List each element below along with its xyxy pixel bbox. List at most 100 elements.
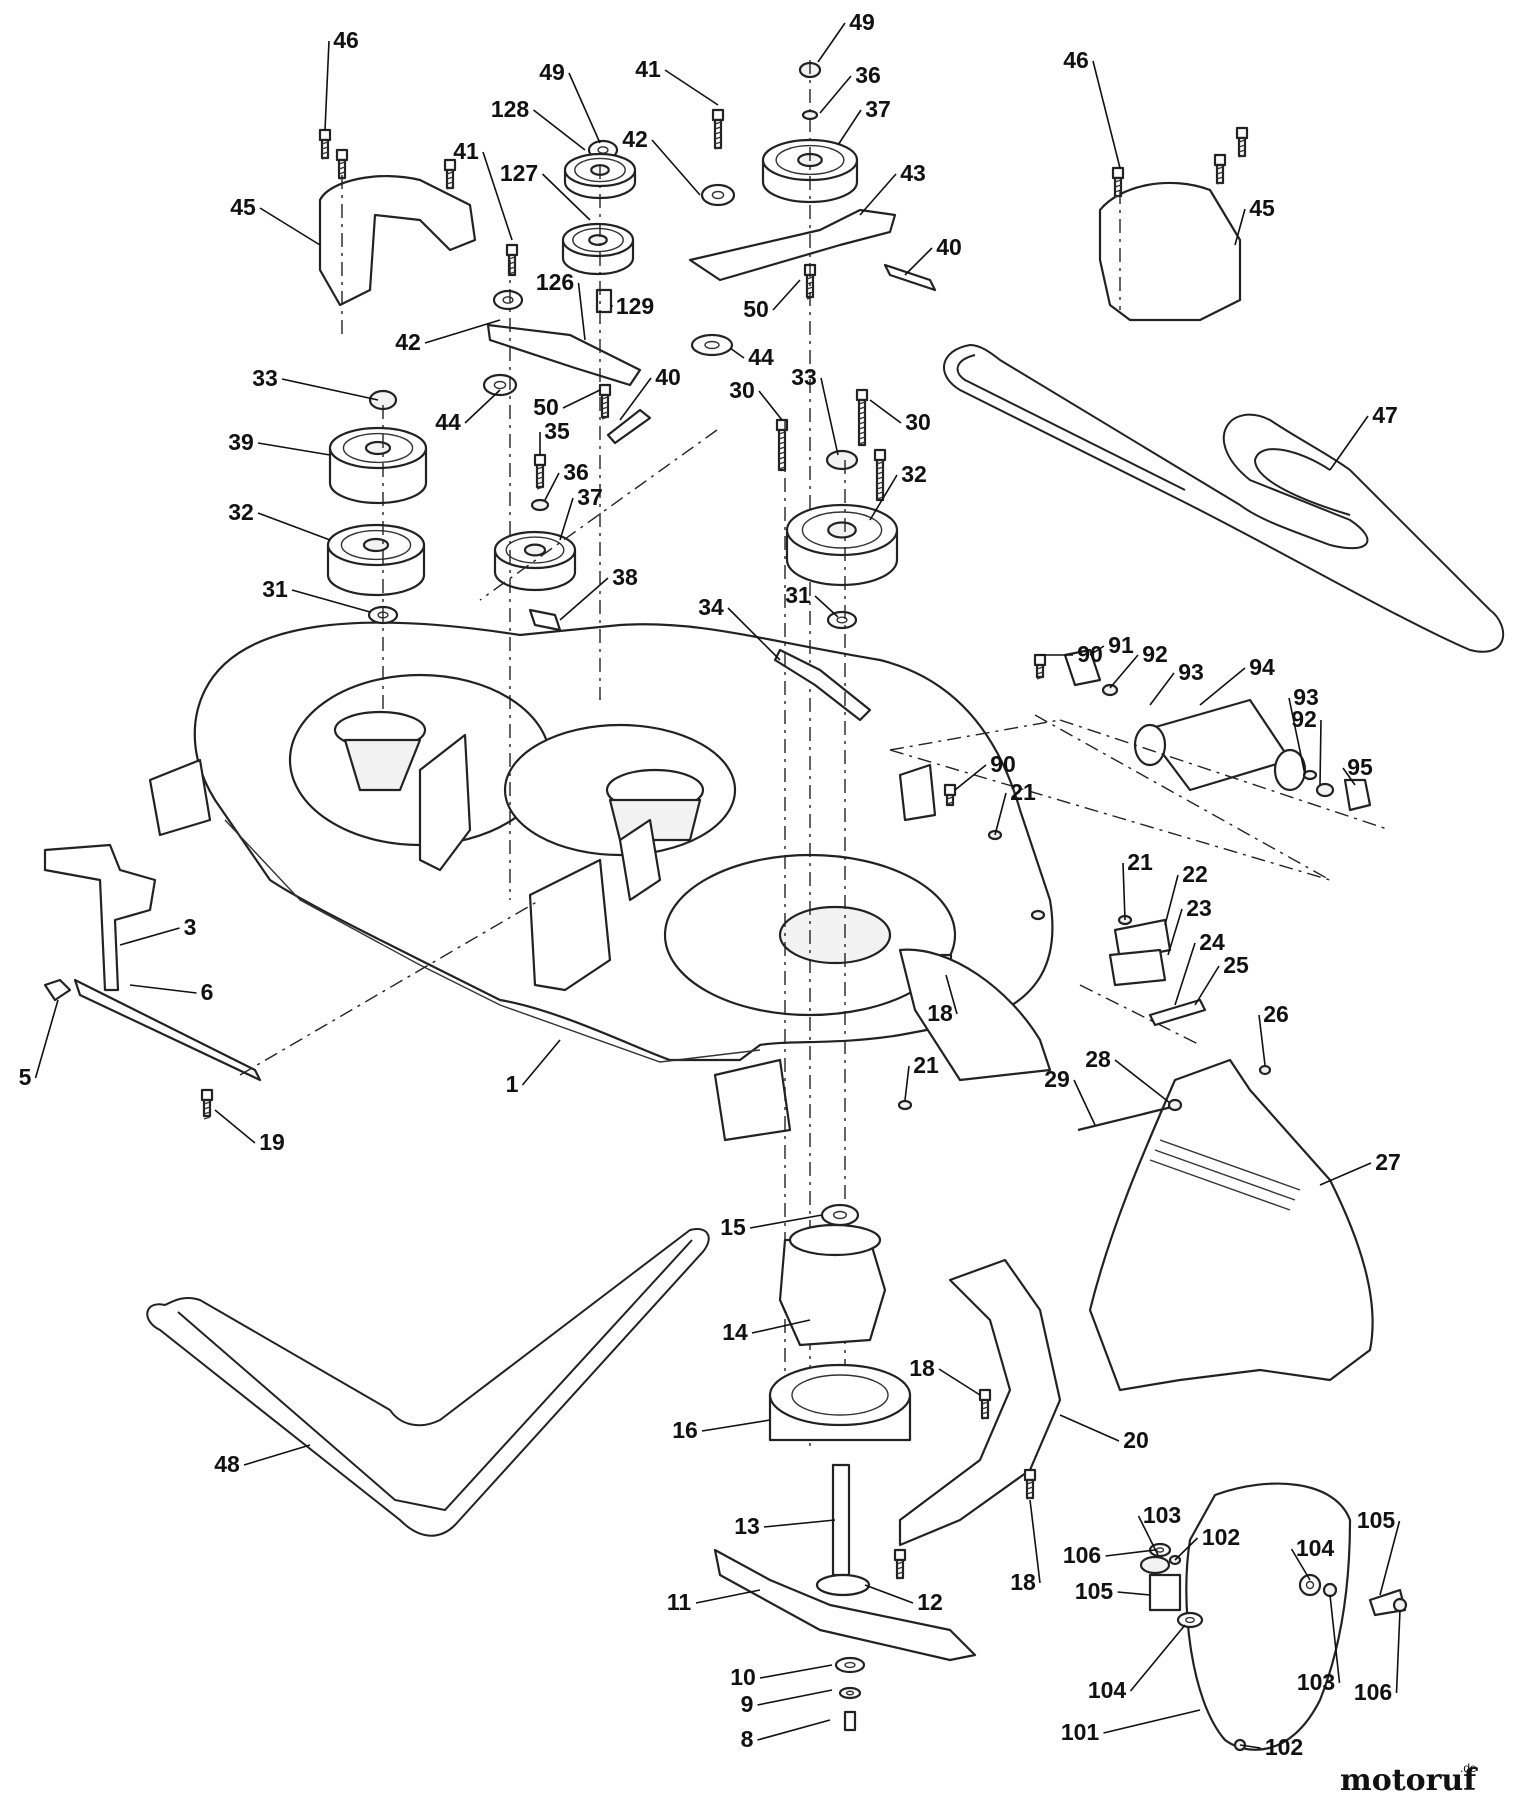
part-label-45: 45 [230,194,256,220]
part-label-33-2: 33 [791,364,817,390]
idler-arm-43 [688,208,897,282]
bolt-30-right-a-thread [858,431,866,435]
part-label-90: 90 [1077,641,1103,667]
idler-pulley-37-left [493,530,577,592]
part-label-12: 12 [917,1589,943,1615]
leader-line-11 [695,1589,761,1604]
part-label-28: 28 [1085,1046,1111,1072]
part-label-21-2: 21 [1010,779,1036,805]
bolt-19-head [200,1088,214,1102]
part-label-41: 41 [453,138,479,164]
bolt-41-right-thread [714,141,722,145]
bolt-46-c-thread [446,176,454,180]
part-label-50-2: 50 [743,296,769,322]
part-label-39: 39 [228,429,254,455]
pulley-32-right [785,503,899,587]
nut-92-left [1101,683,1119,697]
bolt-46-d-thread [1114,184,1122,188]
bolt-30-right-b [873,448,887,502]
chute-mount-bracket [898,948,1052,1082]
bolt-30-left-thread [778,461,786,465]
bolt-35-thread [536,481,544,485]
washer-10-hole [844,1661,856,1669]
part-label-32: 32 [228,499,254,525]
part-label-38: 38 [612,564,638,590]
deflector-chute-27-ribs [1149,1139,1301,1211]
part-label-37: 37 [577,484,603,510]
bolt-30-right-a-thread [858,406,866,410]
leader-line-45 [259,207,321,246]
bolt-18-c-thread [896,1561,904,1565]
leader-line-47 [1329,415,1369,471]
deck-left-side-bracket [148,758,212,837]
bolt-50-right-thread [806,286,814,290]
part-label-50: 50 [533,394,559,420]
pulley-32-right-groove [801,511,883,549]
bolt-8 [843,1710,857,1732]
belt-cover-45-right [1098,181,1242,322]
spring-24 [1148,998,1207,1027]
part-label-10: 10 [730,1664,756,1690]
leader-line-27 [1319,1162,1372,1186]
bolt-90-shank [1035,663,1045,679]
deck-belt-48 [146,1228,710,1537]
bolt-30-left-thread [778,441,786,445]
bolt-35-shank [535,463,545,489]
bolt-18-c-thread [896,1566,904,1570]
leader-line-129 [610,304,613,308]
bolt-46-d-thread [1114,179,1122,183]
bracket-38 [528,608,562,632]
bolt-18-a-thread [981,1406,989,1410]
bolt-46-c-thread [446,186,454,190]
washer-10-ring [834,1656,866,1674]
part-label-24: 24 [1199,929,1225,955]
part-label-103: 103 [1143,1502,1181,1528]
bolt-46-e [1213,153,1227,185]
bolt-30-left-thread [778,466,786,470]
bolt-90-deck-thread [946,801,954,805]
leader-line-1 [521,1039,561,1086]
bolt-41-right-head [711,108,725,122]
part-label-18: 18 [927,1000,953,1026]
bolt-18-a-thread [981,1401,989,1405]
part-label-3: 3 [184,914,197,940]
nut-106-left-hole [1155,1547,1165,1553]
part-label-128: 128 [491,96,530,122]
bracket-34 [773,648,872,722]
washer-44-left-hole [493,380,507,390]
deck-front-bracket [713,1058,792,1142]
bolt-50-left-thread [601,401,609,405]
washer-36-left [530,498,550,512]
part-label-25: 25 [1223,952,1249,978]
diag-axis-1 [479,429,718,601]
leader-line-103 [1137,1515,1159,1556]
part-label-40-2: 40 [936,234,962,260]
part-label-5: 5 [19,1064,32,1090]
idler-arm-126 [486,323,642,387]
leader-line-30 [758,390,783,421]
part-label-31: 31 [262,576,288,602]
bolt-30-right-b-thread [876,461,884,465]
part-label-21: 21 [913,1052,939,1078]
leader-line-93-2 [1288,697,1306,776]
idler-pulley-37-right-groove [775,144,845,176]
bolt-46-d-head [1111,166,1125,180]
leader-line-95 [1342,767,1356,786]
bolt-35 [533,453,547,490]
part-label-126: 126 [536,269,574,295]
leader-line-44 [464,389,501,424]
part-label-6: 6 [201,979,214,1005]
part-label-27: 27 [1375,1149,1401,1175]
bolt-46-f-thread [1238,149,1246,153]
leader-line-43 [859,173,897,216]
leader-line-30-2 [869,399,902,424]
watermark-suffix: .de [1460,1761,1477,1775]
part-label-46-2: 46 [1063,47,1089,73]
pulley-32-left [326,523,426,597]
washer-9-hole [845,1690,855,1696]
bolt-46-a-head [318,128,332,142]
pulley-39-hub [364,440,392,456]
bolt-19-thread [203,1101,211,1105]
leader-line-50-2 [772,279,801,311]
